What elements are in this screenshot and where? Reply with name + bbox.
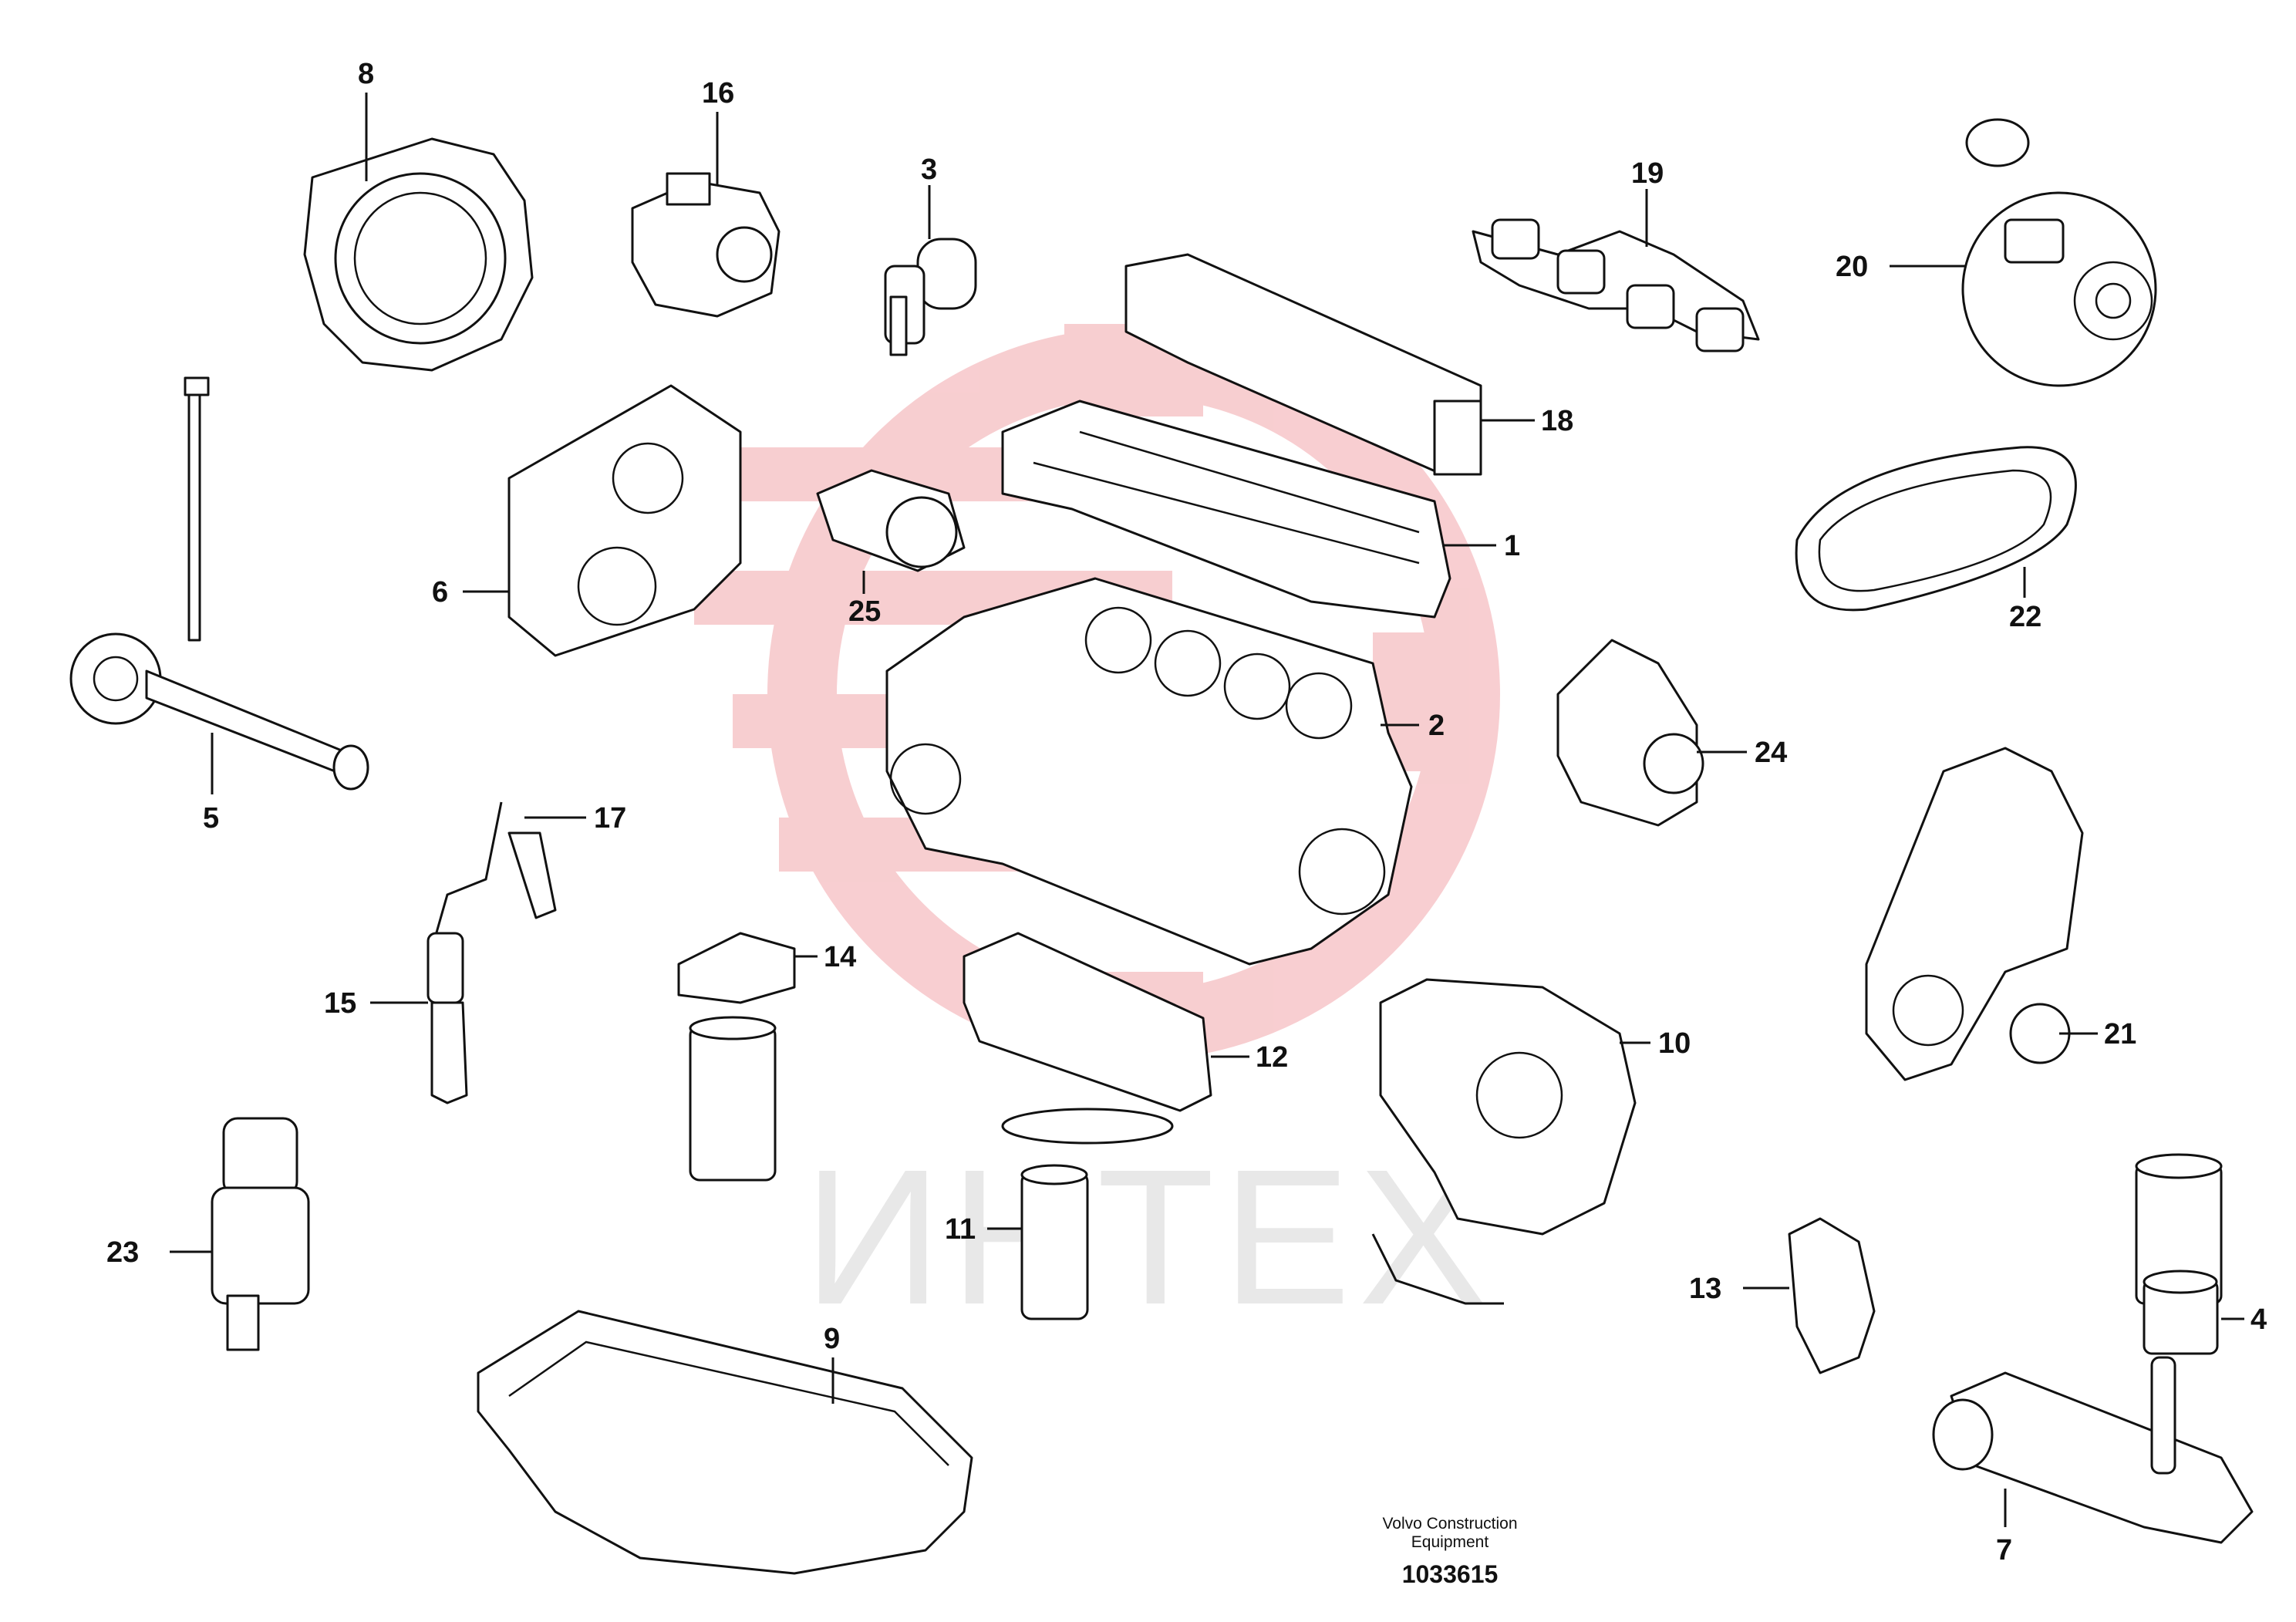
callout-8: 8 (358, 58, 374, 90)
callout-25: 25 (848, 595, 881, 628)
part-cylinder-liner (2135, 1153, 2223, 1305)
part-turbocharger (1961, 118, 2157, 387)
part-filter-element (1020, 1164, 1089, 1320)
callout-17: 17 (594, 802, 626, 835)
watermark-text: ИНТЕХ (804, 1129, 1495, 1344)
leader-lines (170, 93, 2244, 1527)
callout-4: 4 (2250, 1303, 2267, 1336)
part-timing-cover (507, 384, 742, 657)
footer-company-line1: Volvo Construction (1382, 1515, 1517, 1533)
callout-5: 5 (203, 802, 219, 835)
part-alternator (1556, 639, 1704, 827)
callout-15: 15 (324, 987, 356, 1020)
part-drive-belt (1795, 446, 2077, 612)
part-fuel-pump (631, 172, 781, 318)
callout-2: 2 (1428, 710, 1445, 742)
part-water-pump (1865, 747, 2084, 1081)
callout-20: 20 (1836, 251, 1868, 283)
part-injector-pipe (430, 801, 557, 949)
part-piston (2143, 1270, 2219, 1355)
part-oil-pump (1371, 978, 1637, 1305)
callout-21: 21 (2104, 1018, 2136, 1050)
part-injector (426, 932, 468, 1104)
callout-24: 24 (1755, 737, 1787, 769)
part-oil-cooler (963, 932, 1212, 1145)
part-cylinder-block (885, 577, 1413, 966)
callout-18: 18 (1541, 405, 1573, 437)
callout-19: 19 (1631, 157, 1664, 190)
part-cylinder-head (1001, 400, 1451, 619)
part-bracket (1788, 1217, 1876, 1374)
part-exhaust-manifold (1472, 218, 1760, 352)
part-filter-head (677, 932, 796, 1004)
callout-23: 23 (106, 1236, 139, 1269)
callout-12: 12 (1256, 1041, 1288, 1074)
callout-labels: 1 2 3 4 5 6 7 8 9 10 11 12 13 14 15 16 1… (106, 58, 2267, 1566)
part-oil-sump (477, 1310, 973, 1575)
part-sensor (884, 238, 977, 356)
part-crankshaft (1932, 1356, 2254, 1544)
part-oil-pressure-unit (211, 1117, 310, 1351)
callout-3: 3 (921, 153, 937, 186)
callout-11: 11 (945, 1213, 976, 1246)
footer-company-line2: Equipment (1411, 1533, 1489, 1551)
part-oil-filter (689, 1016, 777, 1182)
callout-16: 16 (702, 77, 734, 110)
part-inlet-manifold (1124, 253, 1482, 476)
callout-13: 13 (1689, 1273, 1721, 1305)
callout-22: 22 (2009, 601, 2041, 633)
callout-7: 7 (1996, 1534, 2012, 1566)
callout-14: 14 (824, 941, 856, 973)
part-camshaft (69, 376, 369, 791)
drawing-footer: Volvo Construction Equipment 1033615 (1382, 1515, 1517, 1588)
callout-6: 6 (432, 576, 448, 609)
callout-10: 10 (1658, 1027, 1691, 1060)
callout-1: 1 (1504, 530, 1520, 562)
part-starter-motor (816, 469, 966, 572)
part-flywheel-housing (303, 137, 534, 372)
callout-9: 9 (824, 1323, 840, 1355)
footer-drawing-number: 1033615 (1402, 1560, 1499, 1588)
